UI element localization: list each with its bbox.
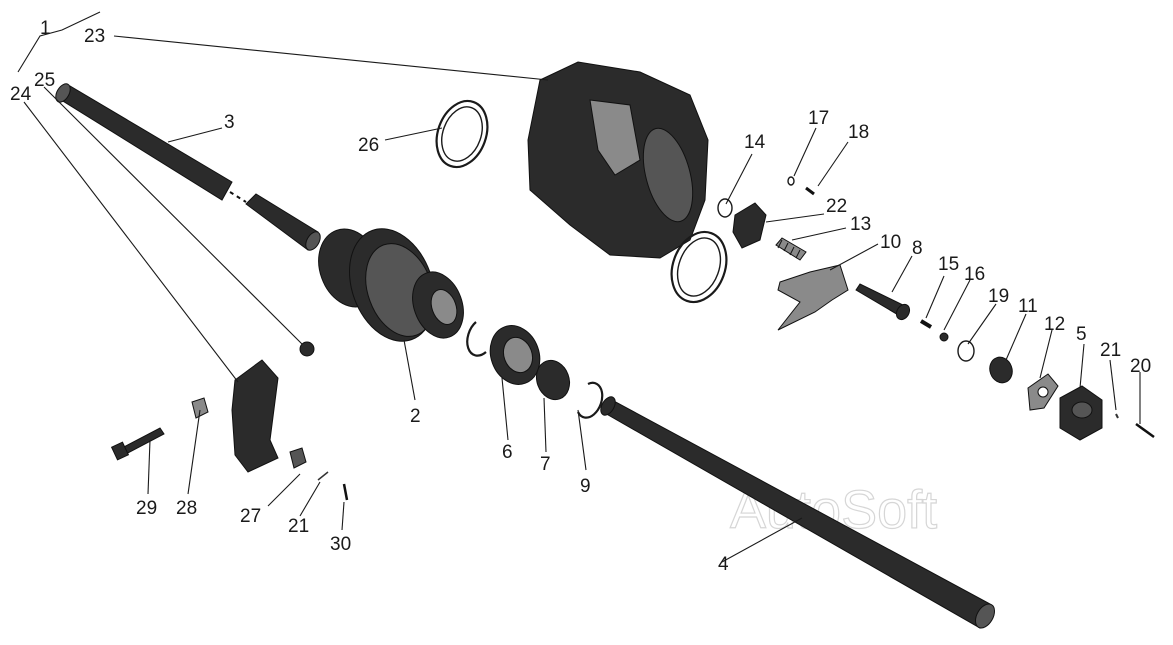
snap-ring-left [466, 321, 487, 357]
leader-15 [925, 275, 945, 319]
splined-ring-lower [670, 230, 728, 304]
cover-boss [1071, 401, 1093, 419]
callout-labels: 1 23 24 25 3 26 2 6 7 9 4 29 28 27 21 30… [10, 18, 1151, 575]
bolt [110, 427, 165, 461]
leader-13 [791, 227, 847, 241]
ring-17 [787, 176, 795, 186]
callout-10: 10 [880, 232, 901, 253]
spring [775, 237, 807, 261]
leader-21a [299, 481, 321, 517]
lock-plate [191, 397, 209, 419]
callout-30: 30 [330, 534, 351, 555]
leader-26 [384, 127, 443, 141]
plug [299, 341, 315, 357]
callout-16: 16 [964, 264, 985, 285]
callout-19: 19 [988, 286, 1009, 307]
leader-3 [167, 127, 223, 143]
splined-ring-upper-inner [441, 106, 483, 162]
leader-30 [341, 501, 345, 531]
leader-1 [17, 11, 101, 73]
cotter-pin-lower [317, 471, 329, 481]
callout-21-lower: 21 [288, 516, 309, 537]
leader-4 [721, 517, 803, 563]
leader-23 [113, 35, 549, 81]
callout-13: 13 [850, 214, 871, 235]
pin-15 [919, 319, 933, 329]
leader-5 [1079, 343, 1085, 389]
callout-27: 27 [240, 506, 261, 527]
snap-ring-right [577, 381, 604, 419]
lock-washer [289, 447, 307, 469]
bearing-large-bore [502, 336, 534, 374]
leader-19 [967, 303, 997, 345]
small-screw [342, 483, 349, 501]
callout-15: 15 [938, 254, 959, 275]
shift-rod [855, 283, 911, 321]
callout-20: 20 [1130, 356, 1151, 377]
leader-lines [17, 11, 1141, 563]
leader-12 [1039, 329, 1053, 379]
bushing-11 [989, 356, 1013, 384]
shift-fork [777, 264, 849, 331]
callout-12: 12 [1044, 314, 1065, 335]
leader-16 [943, 279, 971, 331]
callout-3: 3 [224, 112, 235, 133]
leader-7 [543, 397, 547, 453]
callout-22: 22 [826, 196, 847, 217]
callout-23: 23 [84, 26, 105, 47]
o-ring-14 [717, 198, 733, 218]
leader-6 [501, 377, 509, 441]
right-axle-shaft [600, 396, 995, 629]
callout-26: 26 [358, 135, 379, 156]
callout-7: 7 [540, 454, 551, 475]
callout-2: 2 [410, 406, 421, 427]
screw-20 [1135, 422, 1155, 439]
bolt-18 [805, 186, 815, 196]
leader-24 [23, 101, 239, 383]
leader-27 [267, 473, 301, 507]
differential-assembly [318, 228, 464, 342]
cotter-pin-right [1115, 413, 1119, 419]
leader-9 [577, 409, 587, 471]
callout-11: 11 [1018, 296, 1038, 317]
callout-5: 5 [1076, 324, 1087, 345]
leader-14 [725, 153, 753, 205]
callout-4: 4 [718, 554, 729, 575]
callout-29: 29 [136, 498, 157, 519]
callout-1: 1 [40, 18, 51, 39]
callout-9: 9 [580, 476, 591, 497]
callout-6: 6 [502, 442, 513, 463]
callout-17: 17 [808, 108, 829, 129]
leader-18 [817, 141, 849, 187]
leader-21b [1109, 359, 1117, 411]
leader-29 [147, 439, 151, 495]
splined-ring-lower-inner [676, 237, 722, 297]
leader-2 [403, 339, 416, 401]
bearing-small [535, 359, 571, 401]
callout-24: 24 [10, 84, 32, 105]
bearing-cap [231, 359, 279, 473]
leader-28 [187, 409, 201, 495]
final-drive-housing [527, 61, 709, 259]
splined-ring-upper [435, 99, 489, 169]
detent-body [732, 202, 767, 249]
callout-25: 25 [34, 70, 55, 91]
leader-11 [1005, 313, 1027, 361]
ring-19 [957, 340, 975, 362]
callout-8: 8 [912, 238, 923, 259]
leader-17 [793, 127, 817, 177]
callout-14: 14 [744, 132, 766, 153]
left-axle-shaft [55, 83, 321, 251]
leader-22 [765, 213, 825, 223]
callout-28: 28 [176, 498, 197, 519]
leader-25 [43, 86, 303, 345]
callout-21-right: 21 [1100, 340, 1121, 361]
callout-18: 18 [848, 122, 869, 143]
ball-16 [939, 332, 949, 342]
gasket-hole [1037, 386, 1049, 398]
leader-8 [891, 255, 913, 293]
leader-10 [829, 243, 879, 271]
